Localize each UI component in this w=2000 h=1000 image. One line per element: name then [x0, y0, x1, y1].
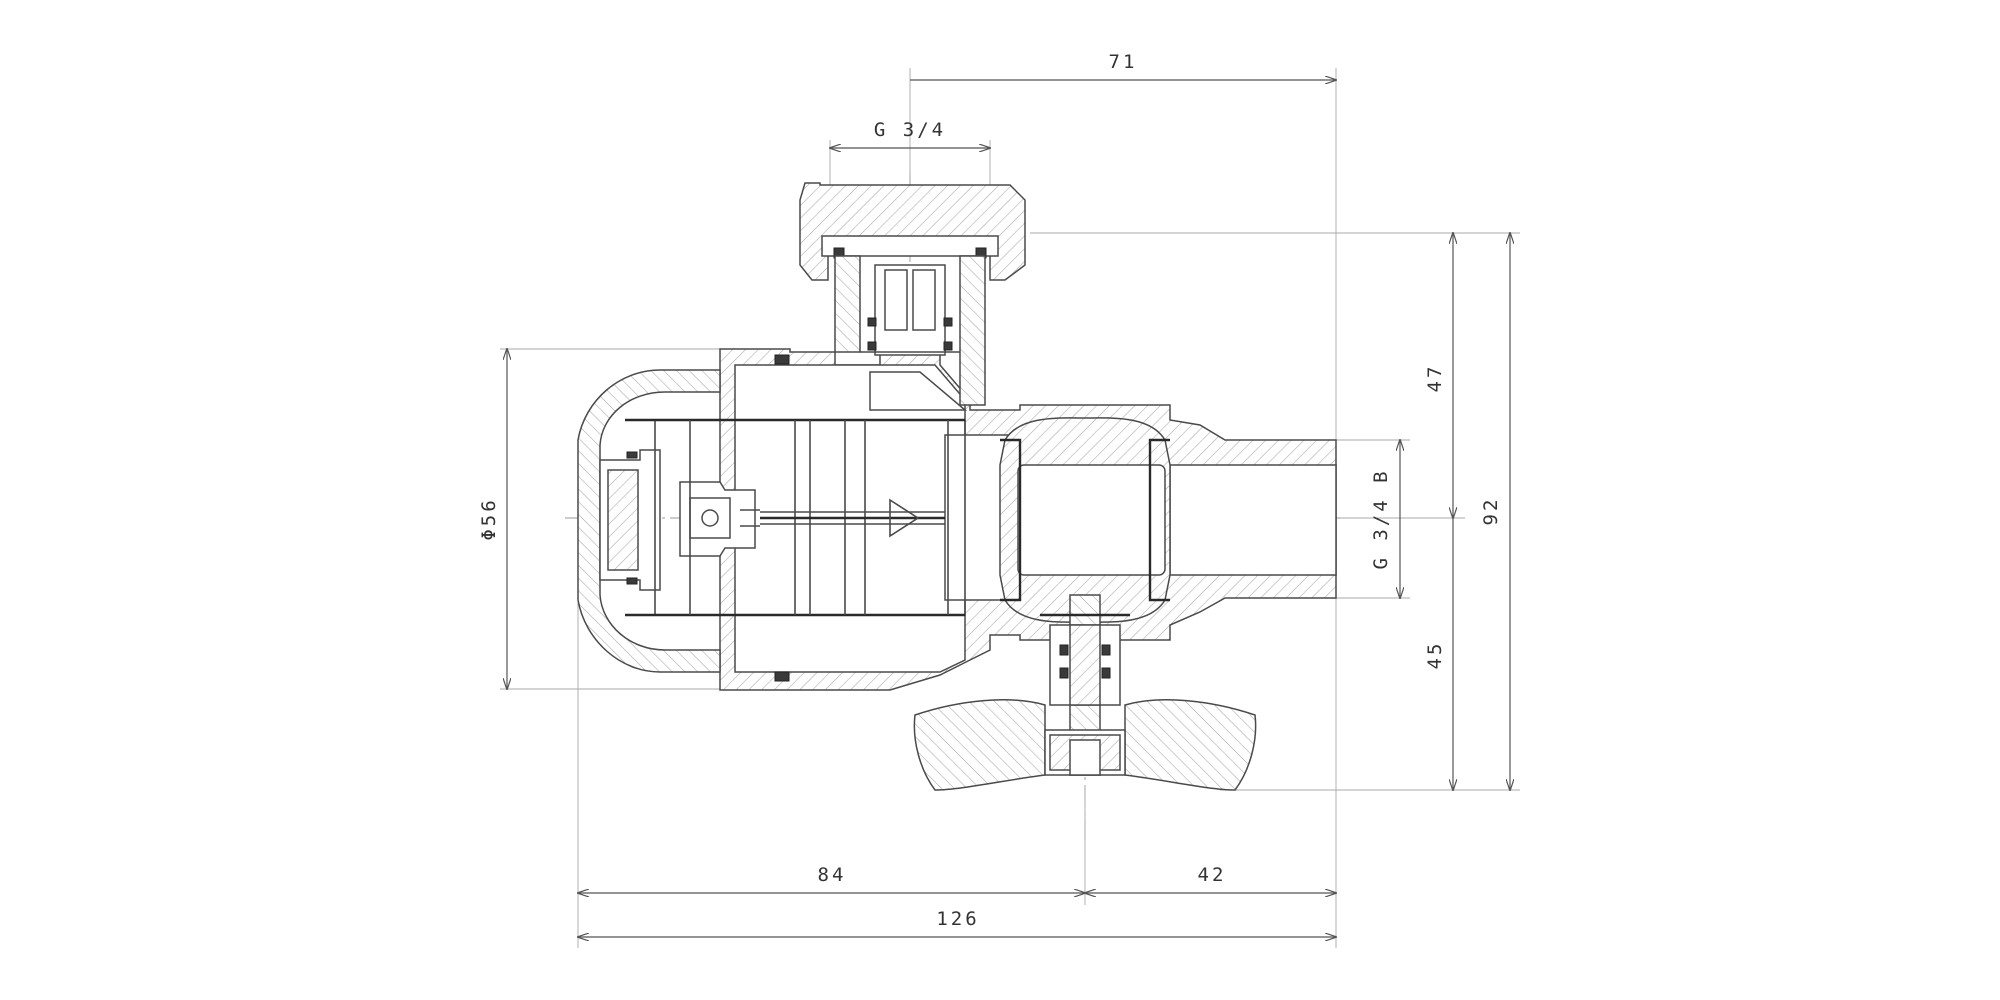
dim-lower-height: 45	[1424, 641, 1446, 670]
left-cap	[577, 354, 790, 682]
dim-total-height: 92	[1480, 497, 1502, 526]
dim-total-length: 126	[936, 908, 979, 930]
dim-upper-height: 47	[1424, 364, 1446, 393]
ball-valve	[999, 417, 1171, 776]
dim-right-length: 42	[1198, 864, 1227, 886]
filter-cartridge	[625, 371, 968, 617]
dim-left-length: 84	[818, 864, 847, 886]
top-union-nut	[799, 182, 1026, 406]
butterfly-handle	[913, 699, 1257, 791]
dim-top-width: 71	[1109, 51, 1138, 73]
dim-side-thread: G 3/4 B	[1370, 468, 1392, 569]
dim-top-thread: G 3/4	[874, 119, 946, 141]
dimension-labels: 71 G 3/4 Φ56 G 3/4 B 47 45 92 84 42 126	[478, 51, 1502, 930]
dim-diameter: Φ56	[478, 497, 500, 540]
dimension-lines	[507, 80, 1510, 937]
